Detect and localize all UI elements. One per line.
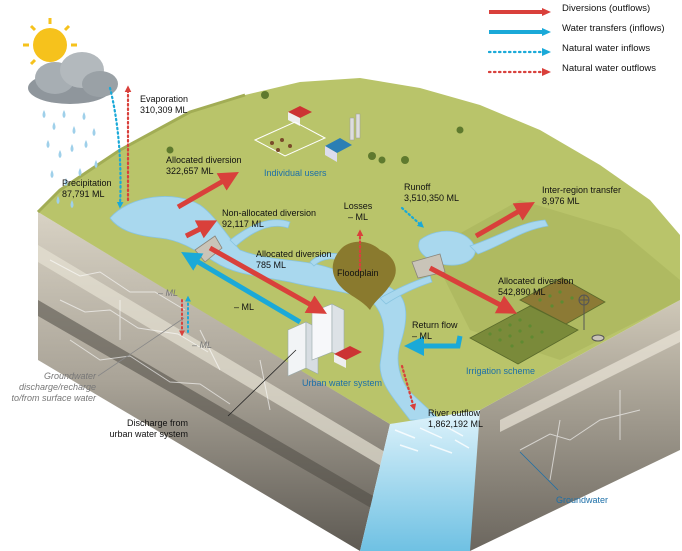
label-losses: Losses– ML [343, 201, 373, 222]
arrow-non-allocated-diversion [184, 220, 218, 239]
note-urban-discharge: Discharge from urban water system [109, 418, 188, 439]
windmill [578, 294, 605, 342]
legend-swatch [488, 68, 551, 76]
legend-swatch [489, 28, 551, 36]
arrow-return-flow [404, 335, 463, 356]
trees [166, 91, 464, 164]
legend-swatch [488, 48, 551, 56]
legend-label: Water transfers (inflows) [562, 23, 665, 34]
legend: Diversions (outflows) Water transfers (in… [488, 2, 678, 82]
rock-front-right [430, 300, 680, 551]
label-individual-users: Individual users [264, 168, 327, 178]
canyon-water-face [360, 410, 480, 551]
label-irrigation-scheme: Irrigation scheme [466, 366, 536, 376]
label-urban-transfer: – ML [234, 302, 255, 312]
label-groundwater-1: – ML [158, 288, 179, 298]
arrow-runoff [400, 206, 424, 228]
cloud-icon [28, 52, 118, 104]
legend-swatch [489, 8, 551, 16]
urban-buildings [287, 303, 362, 377]
label-return-flow: Return flow– ML [412, 320, 458, 341]
legend-label: Diversions (outflows) [562, 3, 651, 14]
rock-crack-pattern [49, 259, 641, 481]
arrow-river-outflow [400, 364, 417, 411]
arrow-urban-transfer [181, 251, 302, 325]
arrow-precipitation [108, 86, 124, 209]
note-groundwater-exchange: Groundwater discharge/recharge to/from s… [11, 371, 96, 403]
floodplain-area [332, 241, 396, 310]
arrow-allocated-diversion-3 [428, 265, 518, 314]
rain-drops [42, 110, 98, 208]
label-urban-water-system: Urban water system [302, 378, 383, 388]
legend-item: Water transfers (inflows) [488, 22, 678, 42]
arrow-inter-region-transfer [474, 202, 535, 239]
legend-item: Natural water inflows [488, 42, 678, 62]
legend-label: Natural water outflows [562, 63, 656, 74]
flow-arrows [108, 85, 535, 411]
canyon-wave-lines [394, 425, 470, 454]
leader-lines [97, 317, 559, 491]
arrow-allocated-diversion-1 [176, 172, 239, 210]
legend-label: Natural water inflows [562, 43, 651, 54]
farm-buildings [253, 106, 361, 162]
label-groundwater-2: – ML [192, 340, 213, 350]
label-floodplain: Floodplain [337, 268, 379, 278]
legend-item: Diversions (outflows) [488, 2, 678, 22]
label-groundwater: Groundwater [556, 495, 609, 505]
arrow-allocated-diversion-2 [208, 245, 327, 314]
legend-item: Natural water outflows [488, 62, 678, 82]
